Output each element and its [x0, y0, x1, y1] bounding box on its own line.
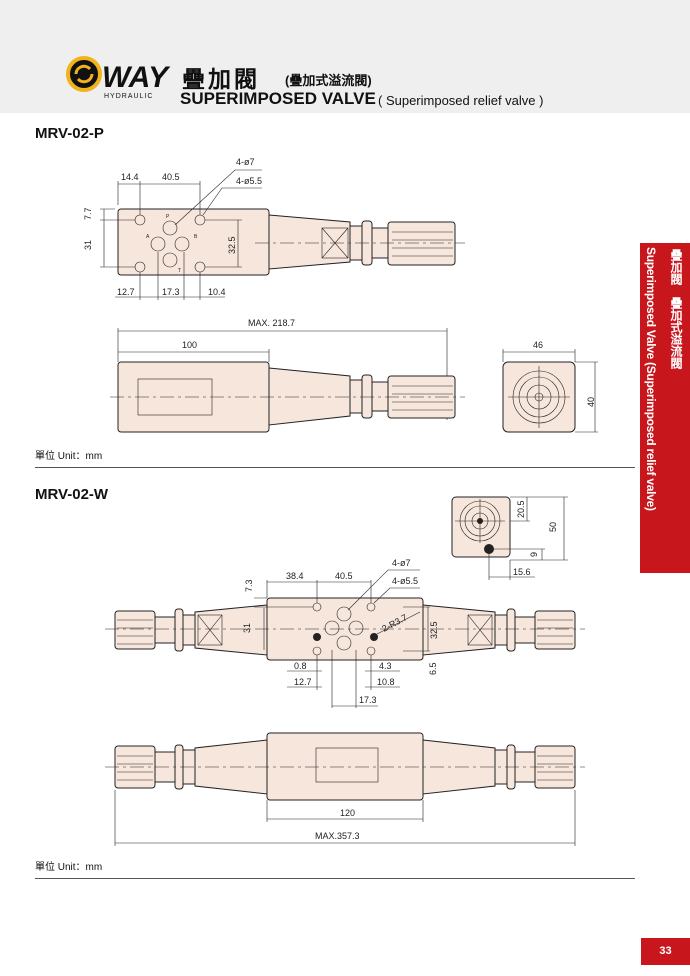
dim-label: 120: [340, 808, 355, 818]
title-chinese: 疊加閥: [182, 66, 260, 92]
dim-label: 46: [533, 340, 543, 350]
model-title-w: MRV-02-W: [35, 486, 109, 503]
dim-label: 17.3: [162, 287, 180, 297]
title-chinese-sub: (疊加式溢流閥): [285, 73, 372, 88]
title-english: SUPERIMPOSED VALVE: [180, 89, 376, 108]
model-title-p: MRV-02-P: [35, 125, 104, 142]
dim-label: 4-ø7: [392, 558, 411, 568]
side-tab-chinese: 疊加閥 疊加式溢流閥: [669, 249, 683, 369]
dim-label: 7.3: [244, 579, 254, 592]
unit-label-w: 單位 Unit：mm: [35, 862, 103, 873]
dim-label: 4-ø5.5: [236, 176, 262, 186]
mrv-02-p-side-view: MAX. 218.7 100: [110, 318, 465, 433]
mrv-02-w-end-view: 20.5 50 9 15.6: [451, 496, 568, 580]
port-t-label: T: [178, 268, 181, 274]
dim-label: 20.5: [516, 500, 526, 518]
section-divider: [35, 467, 635, 468]
dim-label: 4-ø5.5: [392, 576, 418, 586]
oway-logo: WAY HYDRAULIC: [66, 56, 171, 100]
page-header: [0, 0, 690, 113]
logo-text: WAY: [102, 61, 171, 94]
dim-label: 38.4: [286, 571, 304, 581]
port-a-label: A: [146, 234, 150, 240]
dim-label: 32.5: [227, 236, 237, 254]
port-p-label: P: [166, 214, 170, 220]
mrv-02-w-side-view: 120 MAX.357.3: [105, 732, 585, 846]
dim-label: 9: [529, 552, 539, 557]
dim-label: 31: [242, 623, 252, 633]
dim-label: MAX.357.3: [315, 831, 360, 841]
dim-label: 12.7: [294, 677, 312, 687]
dim-label: 15.6: [513, 567, 531, 577]
dim-label: 50: [548, 522, 558, 532]
mrv-02-p-top-view: P A B T 14.4 40.5 4-ø7 4-ø5.5 7.7 31 32.…: [83, 157, 465, 300]
port-b-label: B: [194, 234, 198, 240]
dim-label: 14.4: [121, 172, 139, 182]
mrv-02-p-end-view: 46 40: [502, 340, 598, 433]
side-tab: 疊加閥 疊加式溢流閥 Superimposed Valve (Superimpo…: [640, 243, 690, 573]
dim-label: 40: [586, 397, 596, 407]
dim-label: 10.8: [377, 677, 395, 687]
logo-subtext: HYDRAULIC: [104, 93, 153, 100]
dim-label: 32.5: [429, 621, 439, 639]
dim-label: 17.3: [359, 695, 377, 705]
dim-label: 100: [182, 340, 197, 350]
title-english-sub: ( Superimposed relief valve ): [378, 93, 544, 108]
section-divider: [35, 878, 635, 879]
dim-label: 7.7: [83, 207, 93, 220]
page-number: 33: [641, 938, 690, 965]
dim-label: 6.5: [428, 662, 438, 675]
dim-label: MAX. 218.7: [248, 318, 295, 328]
dim-label: 10.4: [208, 287, 226, 297]
unit-label-p: 單位 Unit：mm: [35, 451, 103, 462]
dim-label: 31: [83, 240, 93, 250]
dim-label: 0.8: [294, 661, 307, 671]
dim-label: 40.5: [162, 172, 180, 182]
dim-label: 12.7: [117, 287, 135, 297]
dim-label: 4.3: [379, 661, 392, 671]
dim-label: 4-ø7: [236, 157, 255, 167]
mrv-02-w-top-view: 38.4 40.5 4-ø7 4-ø5.5 7.3 31 32.5 2-R3.7…: [105, 558, 585, 708]
dim-label: 40.5: [335, 571, 353, 581]
side-tab-english: Superimposed Valve (Superimposed relief …: [644, 247, 658, 511]
